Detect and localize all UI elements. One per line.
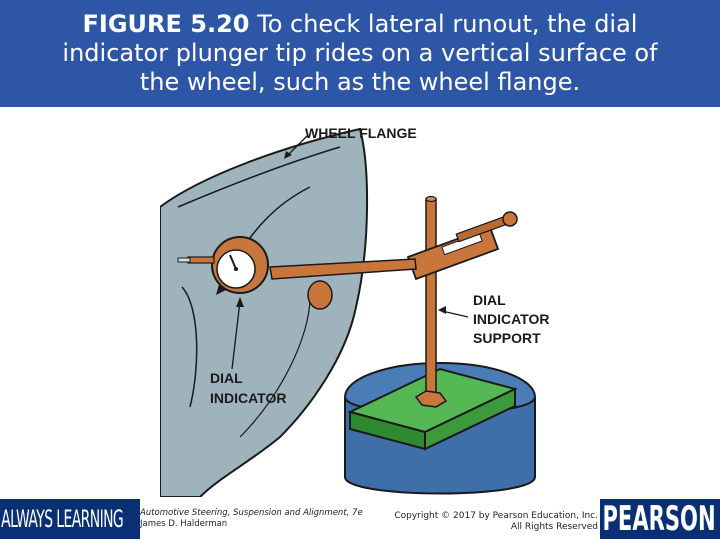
label-dial-line2: INDICATOR xyxy=(210,390,286,406)
slide-footer: ALWAYS LEARNING Automotive Steering, Sus… xyxy=(0,497,720,540)
copyright-line-2: All Rights Reserved xyxy=(510,522,598,532)
leader-wheel-flange-head xyxy=(284,151,292,159)
pearson-logo: PEARSON xyxy=(600,499,720,539)
rim-curve xyxy=(239,296,311,438)
book-title: Automotive Steering, Suspension and Alig… xyxy=(140,508,363,518)
leader-support xyxy=(441,310,469,318)
leader-support-head xyxy=(438,306,446,314)
dial-stem xyxy=(187,256,215,264)
copyright-notice: Copyright © 2017 by Pearson Education, I… xyxy=(394,511,598,533)
book-author: James D. Halderman xyxy=(140,519,228,529)
slide-title-bar: FIGURE 5.20 To check lateral runout, the… xyxy=(0,0,720,107)
figure-caption: FIGURE 5.20 To check lateral runout, the… xyxy=(40,10,680,97)
dial-needle xyxy=(229,254,237,270)
book-credit: Automotive Steering, Suspension and Alig… xyxy=(140,508,363,530)
always-learning-logo: ALWAYS LEARNING xyxy=(0,499,140,539)
plunger-tip xyxy=(177,257,191,263)
tire-inner-edge xyxy=(177,146,341,208)
figure-number: FIGURE 5.20 xyxy=(82,10,250,38)
leader-dial xyxy=(231,300,241,370)
magnetic-base-side xyxy=(424,387,516,451)
leader-dial-head xyxy=(236,297,244,307)
arm-knob xyxy=(307,280,333,310)
support-post xyxy=(425,198,437,400)
dial-center xyxy=(234,267,238,271)
clamp-knob xyxy=(502,211,518,227)
leader-wheel-flange xyxy=(287,134,309,156)
label-wheel-flange: WHEEL FLANGE xyxy=(305,125,417,141)
indicator-arm xyxy=(269,258,417,280)
label-support-line1: DIAL xyxy=(473,292,506,308)
label-support-line3: SUPPORT xyxy=(473,330,541,346)
post-top xyxy=(425,195,437,203)
label-support-line2: INDICATOR xyxy=(473,311,549,327)
tire-tread-line xyxy=(181,286,198,408)
clamp-body xyxy=(406,225,500,281)
wheel-runout-illustration: WHEEL FLANGE DIAL INDICATOR DIAL INDICAT… xyxy=(160,107,600,497)
caption-text: To check lateral runout, the dial indica… xyxy=(62,10,658,96)
post-nut xyxy=(414,390,448,408)
tire-shape xyxy=(160,127,369,497)
label-dial-line1: DIAL xyxy=(210,370,243,386)
copyright-line-1: Copyright © 2017 by Pearson Education, I… xyxy=(394,511,598,521)
